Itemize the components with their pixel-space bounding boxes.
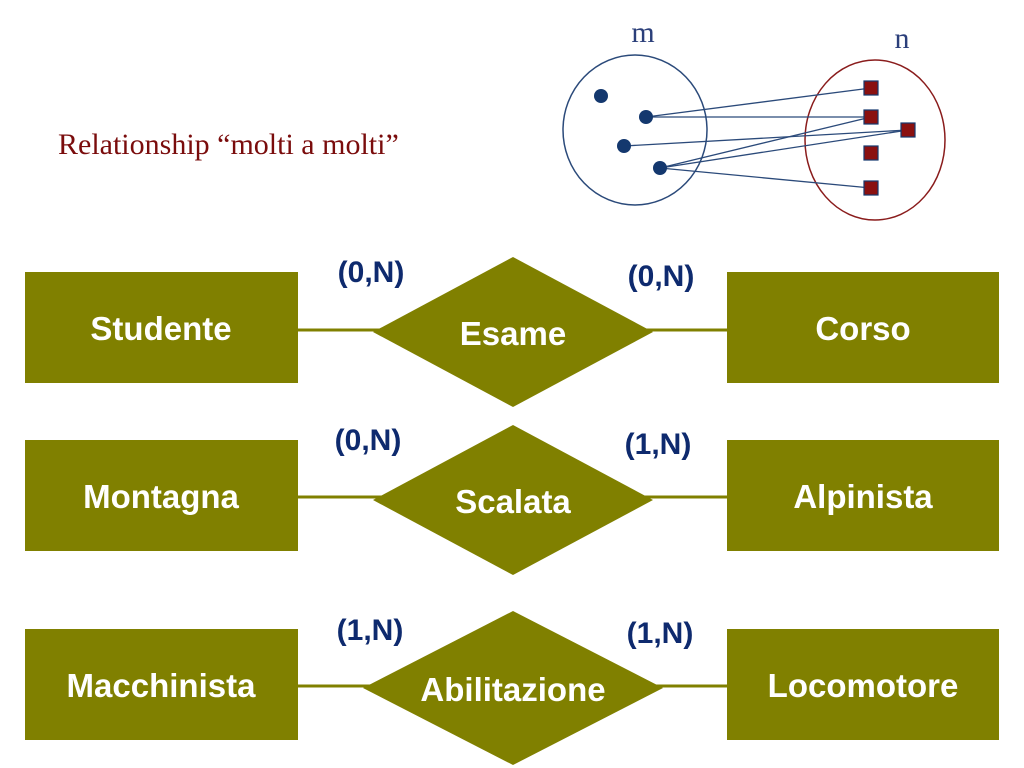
entity-label: Macchinista — [67, 667, 257, 704]
cardinality-left: (0,N) — [335, 424, 402, 457]
set-m-dot — [594, 89, 608, 103]
entity-montagna — [25, 440, 298, 551]
entity-label: Locomotore — [768, 667, 959, 704]
set-n-square — [863, 80, 879, 96]
entity-label: Alpinista — [793, 478, 933, 515]
relationship-label: Abilitazione — [420, 671, 605, 708]
set-n-ellipse — [804, 59, 946, 221]
entity-locomotore — [727, 629, 999, 740]
entity-corso — [727, 272, 999, 383]
relationship-esame — [373, 257, 653, 407]
entity-alpinista — [727, 440, 999, 551]
er-row-abilitazione: Macchinista Abilitazione Locomotore (1,N… — [25, 611, 999, 765]
set-m-dot — [653, 161, 667, 175]
set-n-square — [863, 180, 879, 196]
set-n-label: n — [895, 22, 910, 55]
er-row-scalata: Montagna Scalata Alpinista (0,N) (1,N) — [25, 424, 999, 575]
set-n-square — [863, 109, 879, 125]
entity-label: Studente — [90, 310, 231, 347]
cardinality-left: (0,N) — [338, 256, 405, 289]
set-m-dot — [617, 139, 631, 153]
many-to-many-illustration: m n — [562, 16, 946, 221]
set-m-ellipse — [562, 54, 708, 206]
cardinality-right: (1,N) — [627, 617, 694, 650]
entity-studente — [25, 272, 298, 383]
slide-title: Relationship “molti a molti” — [58, 128, 399, 161]
entity-label: Montagna — [83, 478, 239, 515]
relationship-label: Scalata — [455, 483, 571, 520]
set-m-label: m — [631, 16, 654, 49]
link-lines — [623, 87, 909, 189]
cardinality-right: (0,N) — [628, 260, 695, 293]
er-row-esame: Studente Esame Corso (0,N) (0,N) — [25, 256, 999, 407]
entity-macchinista — [25, 629, 298, 740]
entity-label: Corso — [815, 310, 910, 347]
cardinality-left: (1,N) — [337, 614, 404, 647]
set-m-dot — [639, 110, 653, 124]
relationship-scalata — [373, 425, 653, 575]
relationship-abilitazione — [363, 611, 663, 765]
relationship-label: Esame — [460, 315, 566, 352]
cardinality-right: (1,N) — [625, 428, 692, 461]
set-n-square — [900, 122, 916, 138]
set-n-square — [863, 145, 879, 161]
